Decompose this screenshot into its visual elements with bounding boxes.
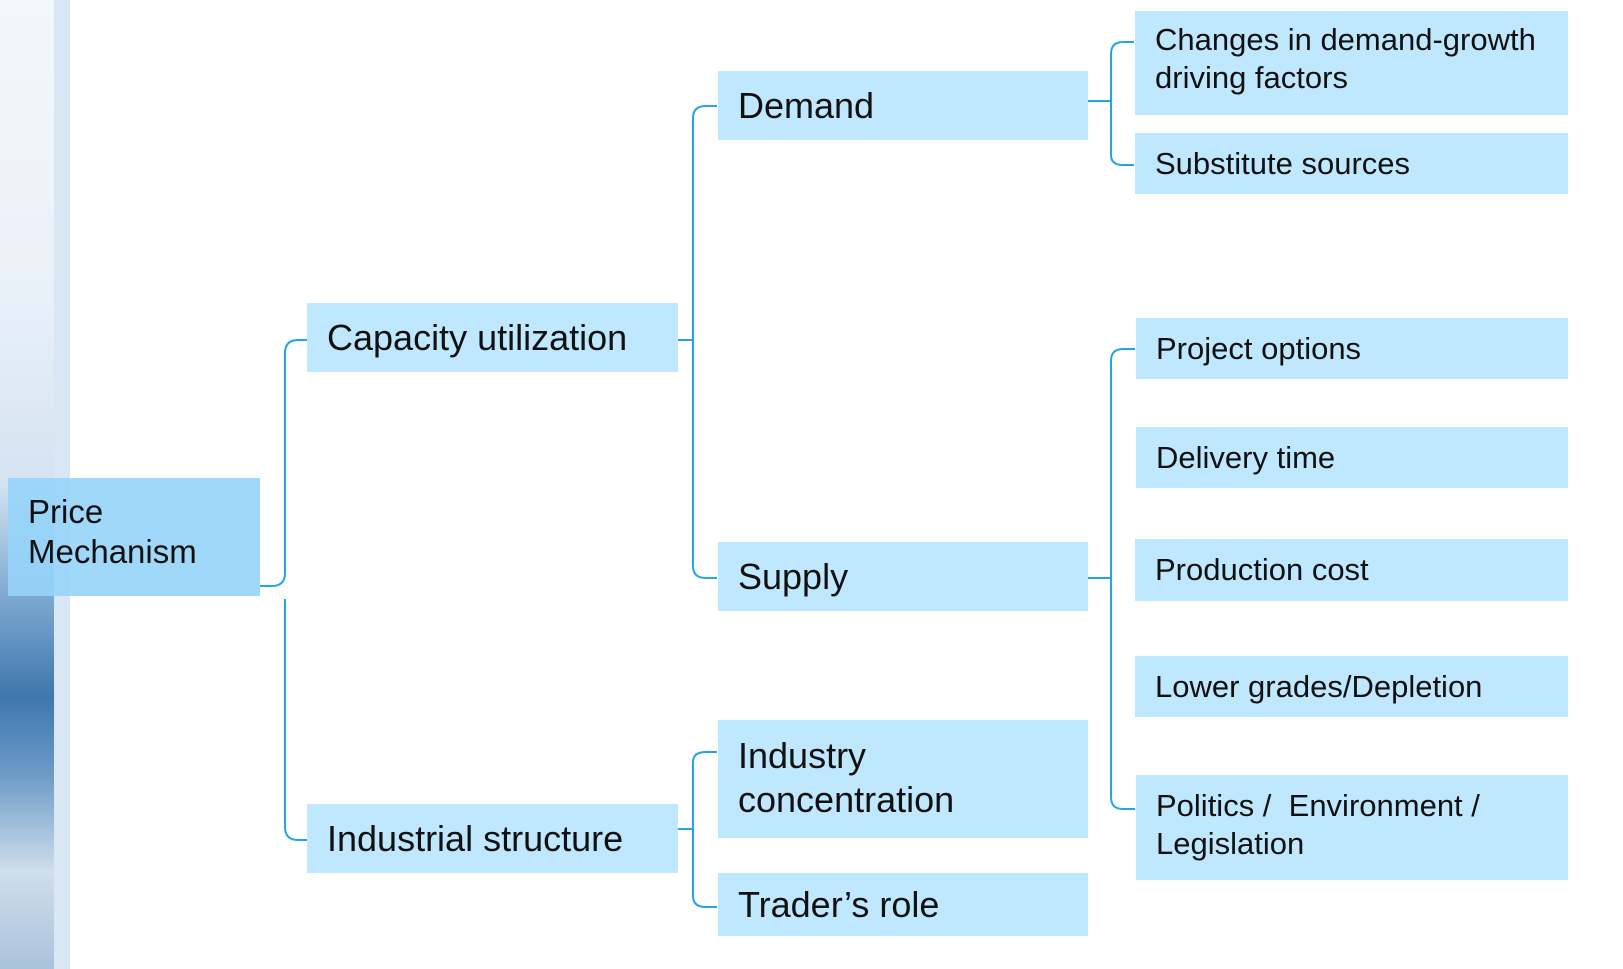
node-demand: Demand: [718, 71, 1088, 140]
node-supply-label: Supply: [738, 555, 849, 597]
node-price-mechanism: Price Mechanism: [8, 478, 260, 596]
node-lower-grades-depletion: Lower grades/Depletion: [1135, 656, 1568, 717]
node-demand-growth-factors-line2: driving factors: [1155, 59, 1348, 95]
connector-root: [260, 339, 307, 841]
node-demand-growth-factors: Changes in demand-growth driving factors: [1135, 11, 1568, 115]
node-delivery-time: Delivery time: [1136, 427, 1568, 488]
node-delivery-time-label: Delivery time: [1156, 439, 1336, 475]
node-industry-concentration-line1: Industry: [738, 735, 867, 776]
node-traders-role-label: Trader’s role: [738, 883, 940, 925]
node-lower-grades-depletion-label: Lower grades/Depletion: [1155, 668, 1483, 704]
node-demand-label: Demand: [738, 84, 875, 126]
node-production-cost: Production cost: [1135, 539, 1568, 601]
node-traders-role: Trader’s role: [718, 873, 1088, 936]
node-demand-growth-factors-line1: Changes in demand-growth: [1155, 22, 1536, 57]
node-politics-line1: Politics / Environment /: [1156, 788, 1480, 823]
connector-capacity: [678, 105, 717, 579]
connector-supply: [1088, 348, 1135, 810]
node-capacity-utilization-label: Capacity utilization: [327, 316, 628, 358]
node-substitute-sources: Substitute sources: [1135, 133, 1568, 194]
node-project-options-label: Project options: [1156, 330, 1362, 366]
node-politics-line2: Legislation: [1156, 825, 1305, 861]
node-production-cost-label: Production cost: [1155, 552, 1369, 588]
node-politics-environment-legislation: Politics / Environment / Legislation: [1136, 775, 1568, 880]
node-industrial-structure: Industrial structure: [307, 804, 678, 873]
node-industrial-structure-label: Industrial structure: [327, 817, 624, 859]
node-industry-concentration: Industry concentration: [718, 720, 1088, 838]
connector-demand: [1088, 41, 1134, 166]
node-capacity-utilization: Capacity utilization: [307, 303, 678, 372]
node-substitute-sources-label: Substitute sources: [1155, 145, 1411, 181]
node-supply: Supply: [718, 542, 1088, 611]
node-project-options: Project options: [1136, 318, 1568, 379]
connector-industrial: [678, 751, 717, 908]
node-industry-concentration-line2: concentration: [738, 778, 955, 820]
node-price-mechanism-line2: Mechanism: [28, 533, 197, 571]
node-price-mechanism-line1: Price: [28, 493, 104, 530]
